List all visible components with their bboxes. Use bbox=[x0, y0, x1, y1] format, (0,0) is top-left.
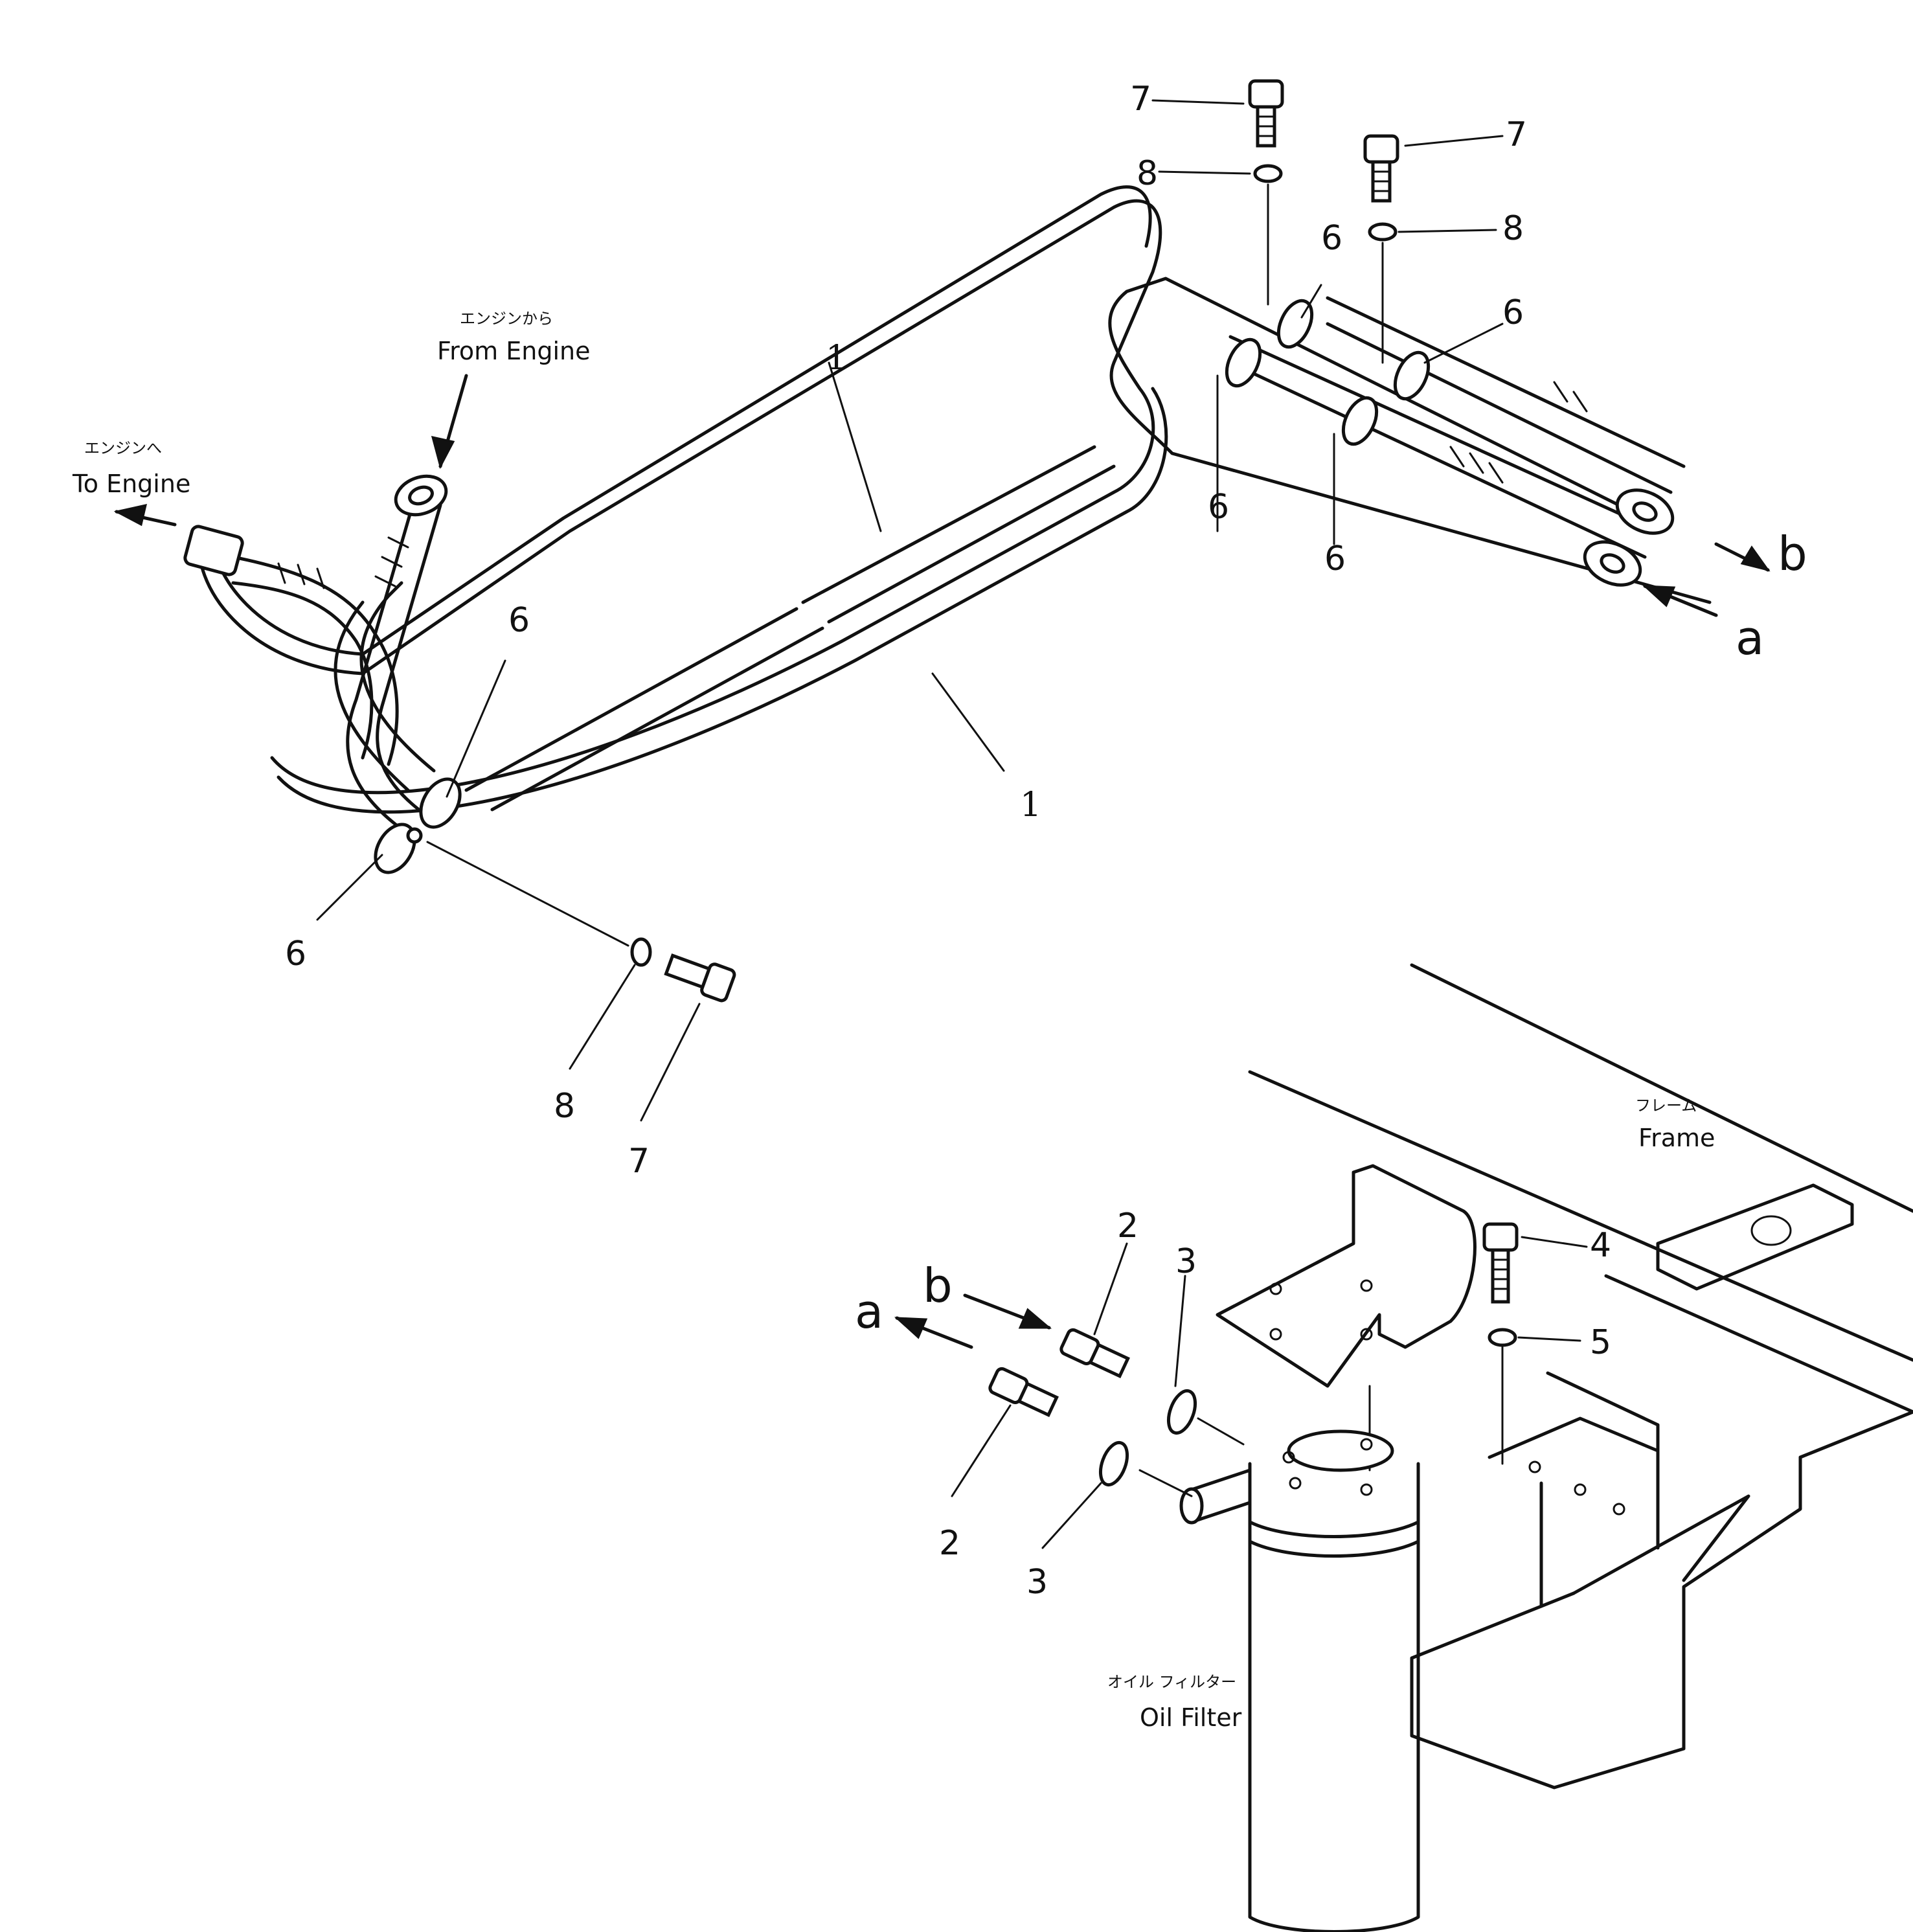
part-6-right-a: 6 bbox=[1208, 488, 1229, 527]
part-1-upper: 1 bbox=[826, 339, 847, 378]
washer-8-top-right bbox=[1368, 222, 1398, 242]
pipe-1-lower bbox=[197, 199, 1712, 676]
filter-bracket bbox=[1216, 1164, 1477, 1388]
to-engine-fitting bbox=[183, 525, 244, 576]
part-6-left-lower: 6 bbox=[285, 935, 306, 973]
part-8-top-left: 8 bbox=[1137, 154, 1158, 193]
bolt-7-top-right bbox=[1363, 134, 1399, 203]
clamp-6-left-b bbox=[374, 823, 416, 874]
conn-a-bottom: a bbox=[855, 1284, 883, 1339]
washer-5 bbox=[1488, 1328, 1517, 1347]
part-6-right-b: 6 bbox=[1324, 540, 1346, 578]
washer-8-left bbox=[630, 937, 652, 967]
frame-jp-label: フレーム bbox=[1635, 1097, 1697, 1115]
pipe-1-upper bbox=[270, 277, 1634, 795]
part-4: 4 bbox=[1590, 1226, 1611, 1265]
part-1-lower: 1 bbox=[1020, 786, 1041, 824]
clamp-6-right-a bbox=[1225, 337, 1262, 388]
bolt-7-left bbox=[664, 953, 736, 1003]
from-engine-jp-label: エンジンから bbox=[460, 310, 553, 328]
part-7-top-right: 7 bbox=[1506, 115, 1527, 154]
leader-lines bbox=[316, 99, 1588, 1549]
conn-b-top: b bbox=[1778, 527, 1807, 581]
oil-filter-label: Oil Filter bbox=[1140, 1703, 1242, 1732]
clamp-6-left-a bbox=[419, 777, 462, 829]
part-8-top-right: 8 bbox=[1502, 209, 1524, 248]
o-ring-3-upper bbox=[1166, 1389, 1197, 1435]
conn-a-top: a bbox=[1736, 611, 1764, 665]
fitting-2-upper bbox=[1059, 1328, 1130, 1379]
part-6-left-upper: 6 bbox=[508, 601, 530, 640]
frame bbox=[1248, 963, 1913, 1790]
part-8-left: 8 bbox=[554, 1087, 575, 1126]
part-7-left: 7 bbox=[628, 1142, 650, 1181]
part-2-lower: 2 bbox=[939, 1524, 960, 1563]
from-engine-label: From Engine bbox=[437, 337, 590, 365]
conn-b-bottom: b bbox=[923, 1258, 953, 1313]
washer-8-top-left bbox=[1253, 164, 1283, 183]
part-3-upper: 3 bbox=[1175, 1242, 1197, 1281]
arrows bbox=[113, 374, 1771, 1349]
o-ring-3-lower bbox=[1098, 1440, 1129, 1487]
oil-filter-jp-label: オイル フィルター bbox=[1107, 1673, 1236, 1691]
bolt-4 bbox=[1482, 1222, 1519, 1304]
pipe-assembly bbox=[183, 185, 1712, 874]
clamp-6-right-d bbox=[1393, 350, 1431, 401]
part-6-right-c: 6 bbox=[1321, 219, 1342, 258]
frame-label: Frame bbox=[1638, 1124, 1715, 1152]
part-2-upper: 2 bbox=[1117, 1207, 1138, 1245]
to-engine-jp-label: エンジンへ bbox=[84, 439, 162, 457]
bolt-7-top-left bbox=[1248, 79, 1284, 148]
clamp-6-right-c bbox=[1341, 396, 1379, 446]
fitting-2-lower bbox=[988, 1367, 1059, 1418]
part-7-top-left: 7 bbox=[1130, 80, 1151, 119]
clamp-6-right-b bbox=[1276, 299, 1314, 349]
to-engine-label: To Engine bbox=[72, 470, 190, 498]
part-5: 5 bbox=[1590, 1323, 1611, 1362]
oil-filter bbox=[1179, 1429, 1420, 1932]
part-3-lower: 3 bbox=[1026, 1563, 1048, 1602]
part-6-right-d: 6 bbox=[1502, 293, 1524, 332]
